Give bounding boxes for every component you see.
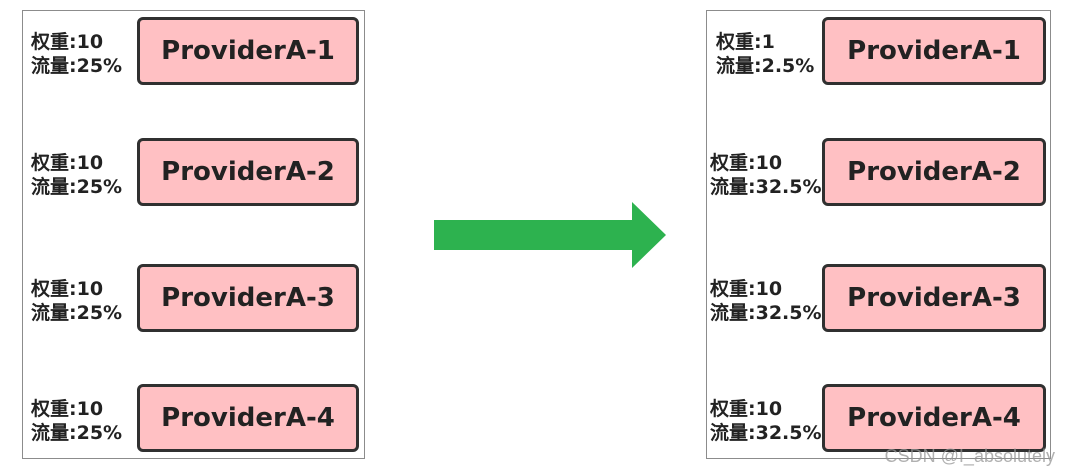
after-provider-1-stats: 权重:1 流量:2.5% <box>716 30 814 78</box>
traffic-label: 流量:32.5% <box>710 176 822 198</box>
before-provider-3-row: 权重:10 流量:25% ProviderA-3 <box>23 264 364 336</box>
before-provider-2-row: 权重:10 流量:25% ProviderA-2 <box>23 138 364 210</box>
traffic-label: 流量:25% <box>31 176 123 198</box>
weight-label: 权重:10 <box>710 278 783 300</box>
after-provider-1-row: 权重:1 流量:2.5% ProviderA-1 <box>707 17 1050 89</box>
before-provider-1-box: ProviderA-1 <box>137 17 359 85</box>
traffic-label: 流量:25% <box>31 55 123 77</box>
after-provider-4-row: 权重:10 流量:32.5% ProviderA-4 <box>707 384 1050 456</box>
traffic-label: 流量:25% <box>31 302 123 324</box>
traffic-label: 流量:32.5% <box>710 302 822 324</box>
weight-label: 权重:10 <box>31 278 104 300</box>
before-provider-1-stats: 权重:10 流量:25% <box>31 30 122 78</box>
after-provider-2-row: 权重:10 流量:32.5% ProviderA-2 <box>707 138 1050 210</box>
weight-label: 权重:10 <box>31 398 104 420</box>
after-provider-4-box: ProviderA-4 <box>822 384 1046 452</box>
before-provider-4-row: 权重:10 流量:25% ProviderA-4 <box>23 384 364 456</box>
traffic-label: 流量:25% <box>31 422 123 444</box>
after-provider-2-stats: 权重:10 流量:32.5% <box>710 151 822 199</box>
before-provider-3-stats: 权重:10 流量:25% <box>31 277 122 325</box>
weight-label: 权重:10 <box>31 152 104 174</box>
after-provider-3-row: 权重:10 流量:32.5% ProviderA-3 <box>707 264 1050 336</box>
arrow-shape <box>434 202 666 268</box>
after-provider-3-stats: 权重:10 流量:32.5% <box>710 277 822 325</box>
before-panel: 权重:10 流量:25% ProviderA-1 权重:10 流量:25% Pr… <box>22 10 365 459</box>
weight-label: 权重:10 <box>710 398 783 420</box>
before-provider-2-box: ProviderA-2 <box>137 138 359 206</box>
after-provider-1-box: ProviderA-1 <box>822 17 1046 85</box>
watermark: CSDN @I_absolutely <box>884 446 1055 466</box>
traffic-label: 流量:2.5% <box>716 55 815 77</box>
before-provider-2-stats: 权重:10 流量:25% <box>31 151 122 199</box>
after-provider-4-stats: 权重:10 流量:32.5% <box>710 397 822 445</box>
before-provider-3-box: ProviderA-3 <box>137 264 359 332</box>
transition-arrow-icon <box>434 202 666 268</box>
before-provider-1-row: 权重:10 流量:25% ProviderA-1 <box>23 17 364 89</box>
after-provider-2-box: ProviderA-2 <box>822 138 1046 206</box>
weight-label: 权重:1 <box>716 31 775 53</box>
weight-label: 权重:10 <box>31 31 104 53</box>
after-provider-3-box: ProviderA-3 <box>822 264 1046 332</box>
traffic-label: 流量:32.5% <box>710 422 822 444</box>
before-provider-4-stats: 权重:10 流量:25% <box>31 397 122 445</box>
before-provider-4-box: ProviderA-4 <box>137 384 359 452</box>
weight-label: 权重:10 <box>710 152 783 174</box>
after-panel: 权重:1 流量:2.5% ProviderA-1 权重:10 流量:32.5% … <box>706 10 1051 459</box>
